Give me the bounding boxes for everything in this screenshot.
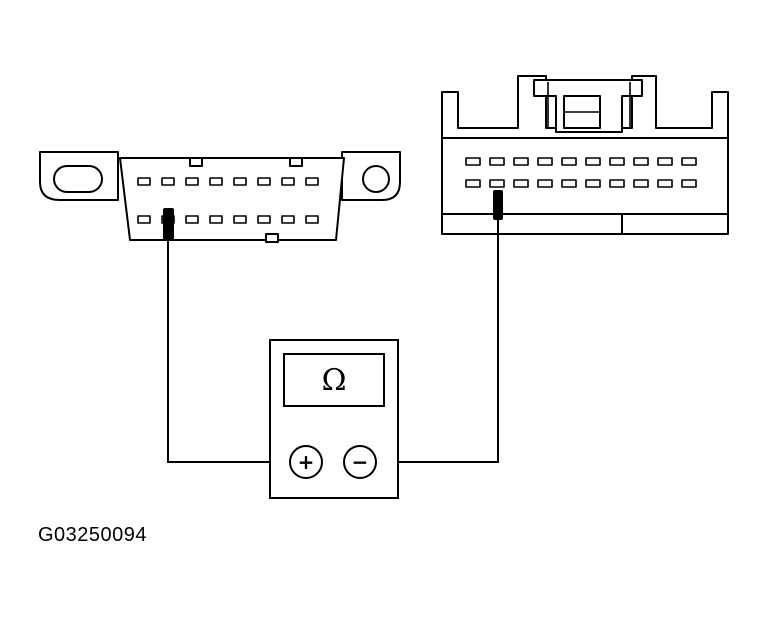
right-connector-pins-top — [465, 157, 697, 166]
positive-terminal — [289, 445, 323, 479]
left-connector-key-tab — [289, 157, 303, 167]
left-connector-key-tab — [189, 157, 203, 167]
ohmmeter — [269, 339, 399, 499]
positive-probe-tip — [163, 208, 174, 240]
left-connector-body — [119, 157, 345, 241]
right-connector-pins-bottom — [465, 179, 697, 188]
right-connector — [441, 75, 729, 235]
right-connector-body — [441, 75, 729, 235]
left-connector-pins-top — [137, 177, 319, 186]
positive-test-lead — [167, 236, 290, 463]
left-connector-latch — [265, 233, 279, 243]
test-leads — [167, 220, 499, 463]
ohm-symbol: Ω — [322, 363, 347, 398]
figure-id-caption: G03250094 — [38, 524, 148, 546]
positive-terminal-label: + — [298, 450, 315, 474]
left-connector-mount-hole — [362, 165, 390, 193]
negative-probe-tip — [493, 190, 503, 220]
left-connector-mount-slot — [53, 165, 103, 193]
negative-terminal — [343, 445, 377, 479]
left-connector — [39, 151, 401, 243]
negative-test-lead — [376, 220, 499, 463]
ohmmeter-display — [283, 353, 385, 407]
left-connector-pins-bottom — [137, 215, 319, 224]
negative-terminal-label: − — [352, 450, 369, 474]
